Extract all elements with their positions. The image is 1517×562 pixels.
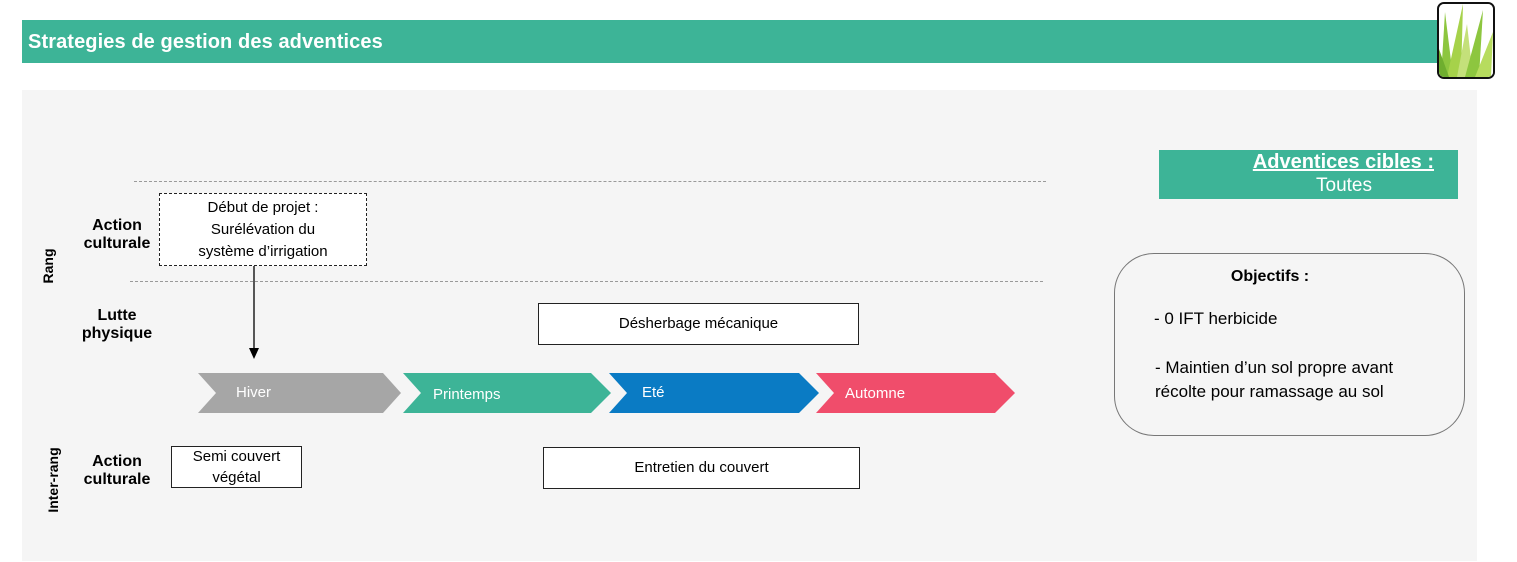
separator-line <box>134 181 1046 182</box>
row-label-rang-action: Action culturale <box>64 217 170 253</box>
season-chevron-hiver <box>198 373 401 413</box>
grass-logo-icon <box>1437 2 1495 79</box>
box-line: système d’irrigation <box>198 242 328 260</box>
box-debut-projet: Début de projet : Surélévation du systèm… <box>159 193 367 266</box>
box-semi-couvert: Semi couvert végétal <box>171 446 302 488</box>
season-chevron-ete <box>609 373 819 413</box>
separator-line <box>130 281 1043 282</box>
objective-line: - Maintien d’un sol propre avant <box>1155 358 1394 377</box>
row-label-line: Action <box>92 453 142 470</box>
row-label-line: Action <box>92 217 142 234</box>
season-label-printemps: Printemps <box>433 386 501 403</box>
target-title: Adventices cibles : <box>1252 151 1434 173</box>
row-label-lutte: Lutte physique <box>64 307 170 343</box>
box-entretien: Entretien du couvert <box>543 447 860 489</box>
season-chevron-automne <box>816 373 1015 413</box>
target-box <box>1159 150 1458 199</box>
side-label-rang: Rang <box>40 248 56 284</box>
objectives-box <box>1114 253 1465 436</box>
objective-item: - Maintien d’un sol propre avant récolte… <box>1155 356 1393 404</box>
box-line: végétal <box>212 469 261 486</box>
season-label-automne: Automne <box>845 385 906 402</box>
objective-line: récolte pour ramassage au sol <box>1155 382 1384 401</box>
header-bar <box>22 20 1440 63</box>
objectives-title: Objectifs : <box>1230 268 1310 285</box>
page-title: Strategies de gestion des adventices <box>28 31 383 53</box>
row-label-line: physique <box>81 325 153 342</box>
season-chevron-printemps <box>403 373 611 413</box>
arrow-connector <box>249 266 259 359</box>
side-label-inter-rang: Inter-rang <box>45 447 61 513</box>
box-line: Début de projet : <box>207 198 319 216</box>
row-label-line: culturale <box>83 235 151 252</box>
target-value: Toutes <box>1316 175 1372 196</box>
season-timeline <box>198 373 1015 413</box>
row-label-line: culturale <box>83 471 151 488</box>
row-label-line: Lutte <box>97 307 137 324</box>
season-label-ete: Eté <box>642 384 665 401</box>
box-line: Semi couvert <box>192 448 281 465</box>
season-label-hiver: Hiver <box>236 384 272 401</box>
row-label-inter-action: Action culturale <box>64 453 170 489</box>
box-desherbage: Désherbage mécanique <box>538 303 859 345</box>
box-line: Surélévation du <box>210 220 316 238</box>
objective-item: - 0 IFT herbicide <box>1154 309 1278 328</box>
